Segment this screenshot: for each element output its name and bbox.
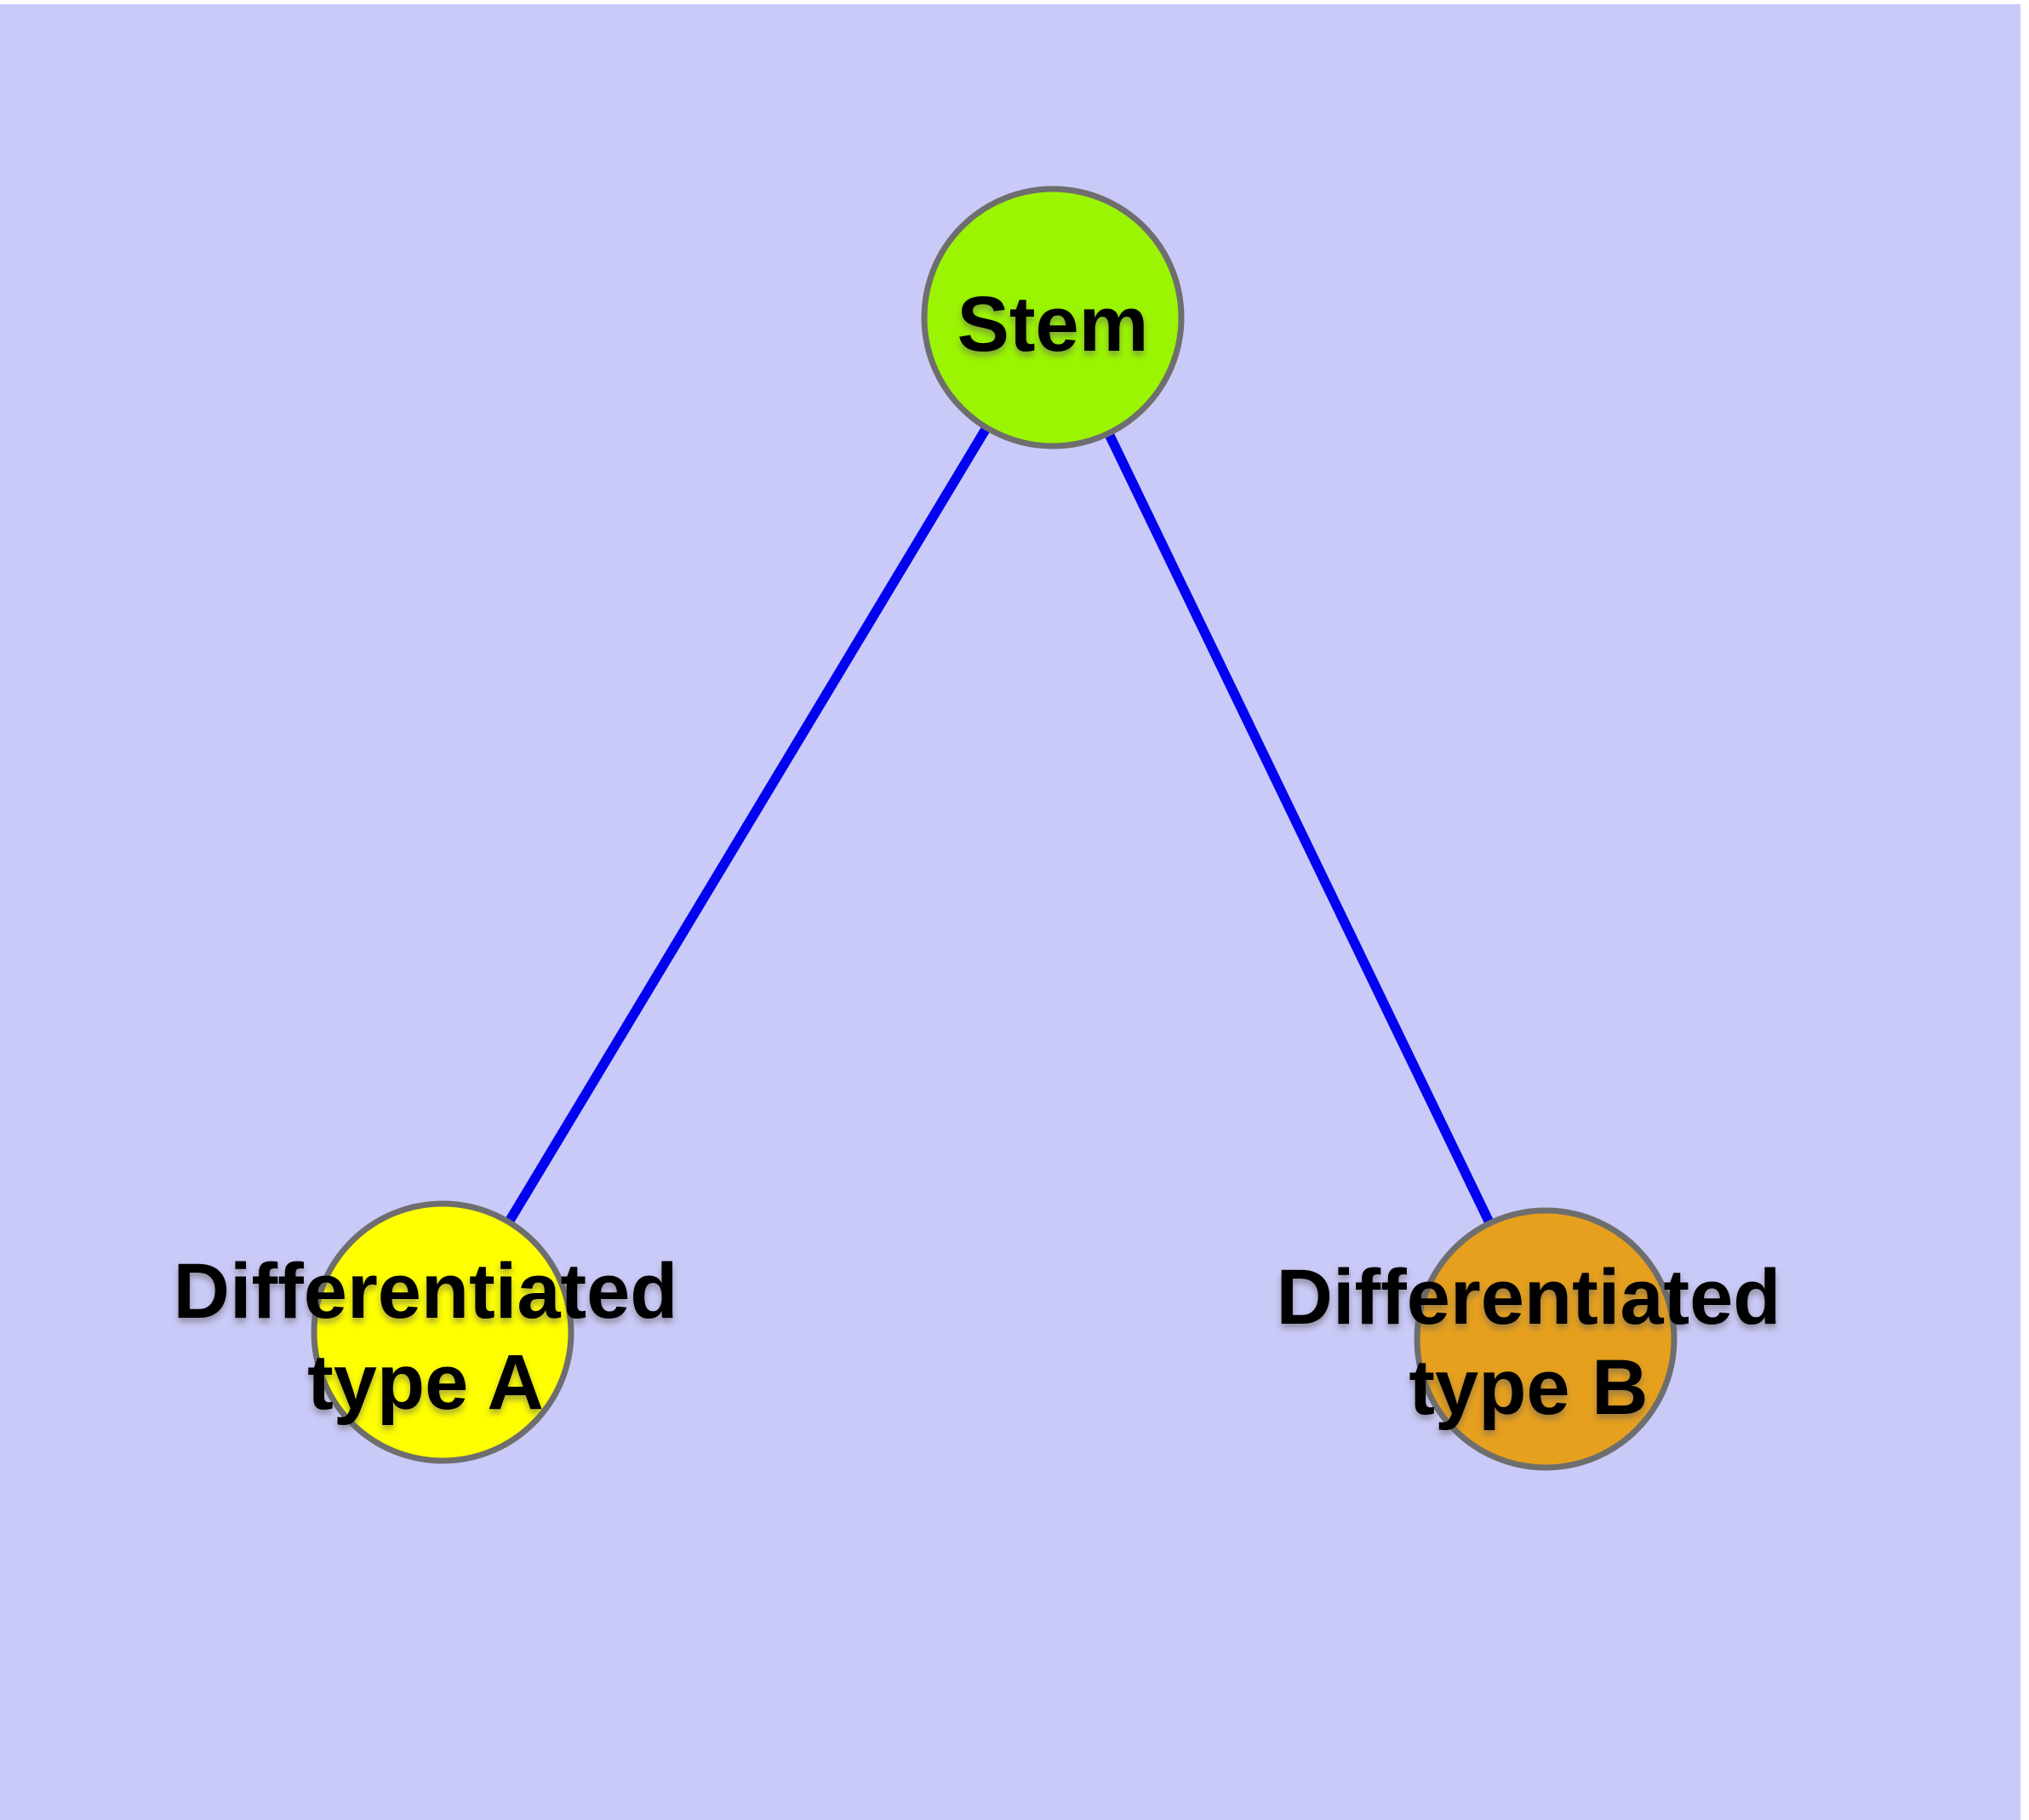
node-label-differentiated-type-a-line-2: type A bbox=[307, 1339, 544, 1426]
node-label-differentiated-type-b-line-2: type B bbox=[1409, 1344, 1648, 1431]
node-label-differentiated-type-b-line-1: Differentiated bbox=[1277, 1254, 1781, 1341]
node-circle-differentiated-type-b bbox=[1414, 1207, 1677, 1471]
edge-stem-to-differentiated-type-a bbox=[438, 315, 1057, 1335]
node-label-differentiated-type-a-line-1: Differentiated bbox=[174, 1248, 678, 1335]
node-label-stem-line-1: Stem bbox=[957, 281, 1149, 368]
nodes-layer bbox=[311, 186, 1677, 1471]
edges-layer bbox=[438, 315, 1551, 1342]
edge-stem-to-differentiated-type-b bbox=[1048, 315, 1551, 1342]
node-circle-stem bbox=[921, 186, 1185, 449]
node-circle-differentiated-type-a bbox=[311, 1200, 574, 1464]
